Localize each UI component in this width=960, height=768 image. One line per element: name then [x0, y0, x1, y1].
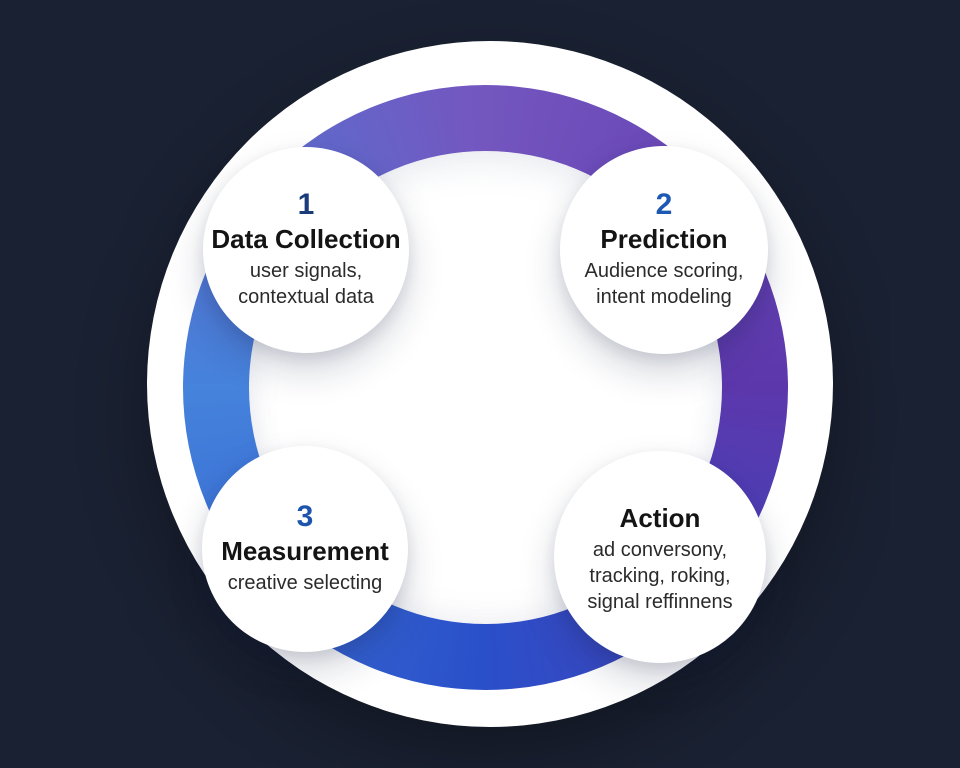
- node-measurement: 3 Measurement creative selecting: [202, 446, 408, 652]
- node-prediction: 2 Prediction Audience scoring, intent mo…: [560, 146, 768, 354]
- node-number: 1: [297, 187, 315, 221]
- node-title: Measurement: [221, 535, 389, 566]
- node-title: Prediction: [600, 223, 728, 254]
- node-number: 2: [655, 187, 673, 221]
- node-subtitle: Audience scoring, intent modeling: [584, 260, 744, 309]
- node-subtitle: ad conversony, tracking, roking, signal …: [587, 539, 733, 614]
- node-subtitle: user signals, contextual data: [238, 260, 374, 309]
- node-action: Action ad conversony, tracking, roking, …: [554, 451, 766, 663]
- node-title: Action: [619, 502, 701, 533]
- node-subtitle: creative selecting: [227, 572, 383, 595]
- node-title: Data Collection: [211, 223, 401, 254]
- node-number: 3: [296, 499, 314, 533]
- node-data-collection: 1 Data Collection user signals, contextu…: [203, 147, 409, 353]
